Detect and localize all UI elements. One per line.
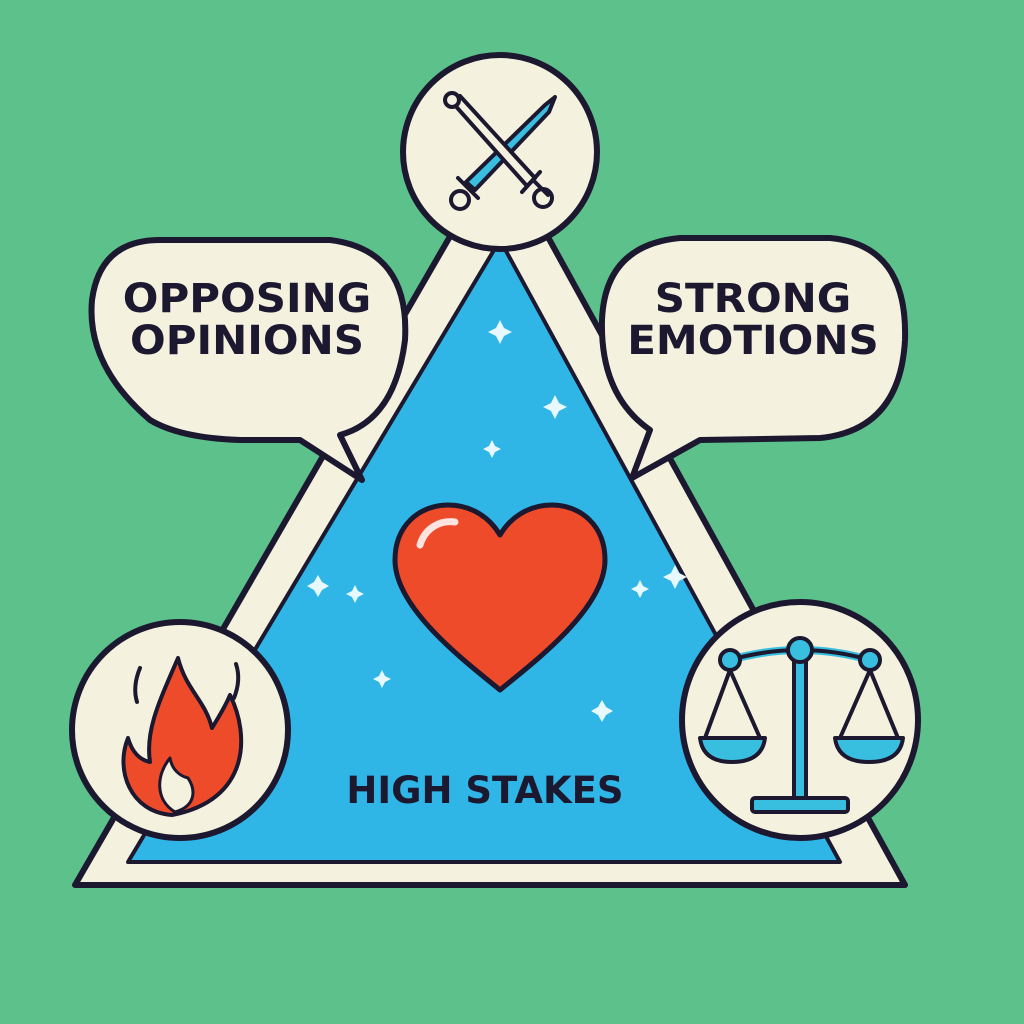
sparkle bbox=[543, 395, 567, 419]
label-strong-emotions: STRONG EMOTIONS bbox=[601, 278, 906, 362]
speech-bubble-opposing-opinions bbox=[88, 237, 409, 483]
label-line: STRONG bbox=[654, 276, 852, 322]
scales-of-justice-icon bbox=[698, 636, 905, 814]
sparkles bbox=[307, 320, 687, 722]
sparkle bbox=[488, 320, 512, 344]
sparkle bbox=[483, 440, 501, 458]
label-line: OPPOSING bbox=[122, 276, 372, 322]
sparkle bbox=[591, 700, 613, 722]
sparkle bbox=[631, 580, 649, 598]
label-line: OPINIONS bbox=[129, 318, 364, 364]
label-high-stakes: HIGH STAKES bbox=[346, 769, 624, 812]
crossed-swords-icon bbox=[443, 91, 557, 211]
sparkle bbox=[307, 575, 329, 597]
sparkle bbox=[663, 565, 687, 589]
label-opposing-opinions: OPPOSING OPINIONS bbox=[84, 278, 410, 362]
flame-icon bbox=[121, 656, 244, 817]
sparkle bbox=[373, 670, 391, 688]
label-line: EMOTIONS bbox=[627, 318, 879, 364]
sparkle bbox=[346, 585, 364, 603]
speech-bubble-strong-emotions bbox=[598, 235, 909, 481]
heart-icon bbox=[392, 502, 608, 693]
